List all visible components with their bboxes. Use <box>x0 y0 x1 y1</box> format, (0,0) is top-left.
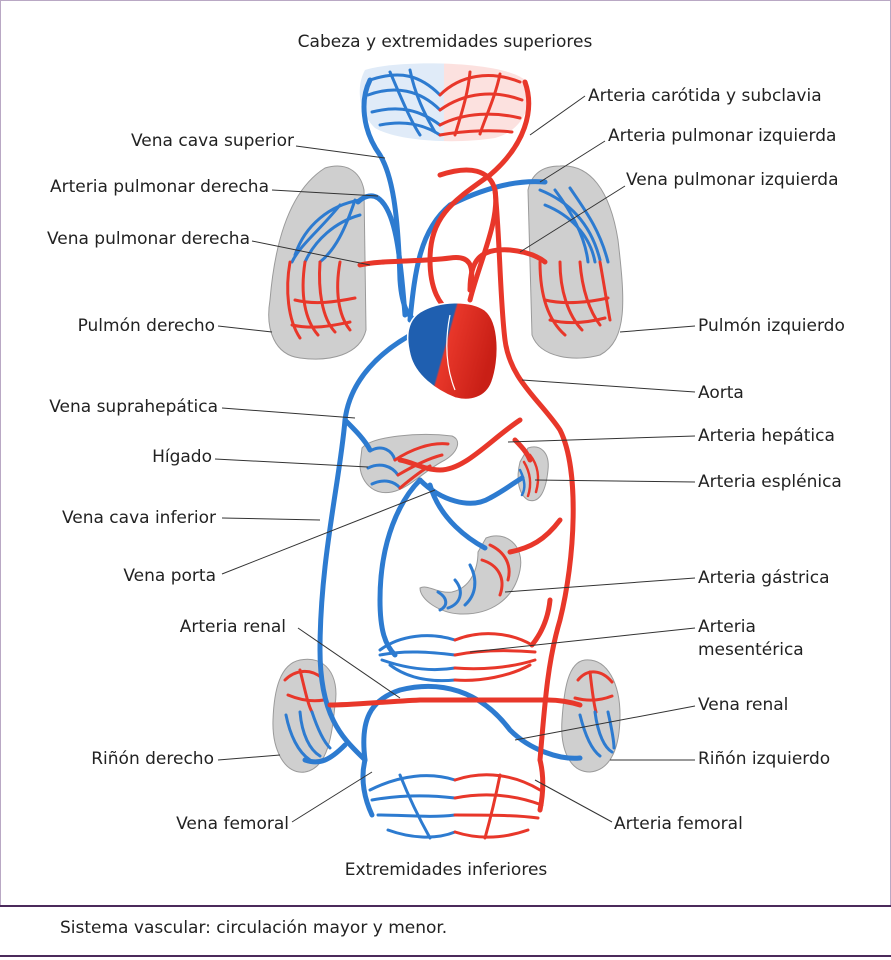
right-pulmonary-artery <box>355 193 408 318</box>
label-right-kidney: Riñón derecho <box>91 749 214 769</box>
liver-capillaries <box>366 442 450 490</box>
figure-caption: Sistema vascular: circulación mayor y me… <box>60 918 448 938</box>
spleen-capillaries <box>518 453 540 498</box>
label-left-pulmonary-vein: Vena pulmonar izquierda <box>626 170 839 190</box>
label-liver: Hígado <box>152 447 212 467</box>
label-left-kidney: Riñón izquierdo <box>698 749 830 769</box>
label-inferior-vena-cava: Vena cava inferior <box>62 508 216 528</box>
label-head: Cabeza y extremidades superiores <box>298 32 593 52</box>
femoral-vein <box>360 757 375 818</box>
suprahepatic-vein <box>342 417 373 453</box>
renal-vein-right <box>302 742 348 765</box>
label-lower-limbs: Extremidades inferiores <box>345 860 548 880</box>
gastric-vein <box>427 482 488 551</box>
label-hepatic-artery: Arteria hepática <box>698 426 835 446</box>
arteries <box>327 79 583 813</box>
left-kidney-capillaries <box>573 670 616 758</box>
label-portal-vein: Vena porta <box>123 566 216 586</box>
renal-artery-right <box>327 697 551 708</box>
label-splenic-artery: Arteria esplénica <box>698 472 842 492</box>
label-right-pulmonary-vein: Vena pulmonar derecha <box>47 229 250 249</box>
label-mesenteric-1: Arteria <box>698 617 756 637</box>
label-left-lung: Pulmón izquierdo <box>698 316 845 336</box>
stomach <box>419 535 522 615</box>
label-aorta: Aorta <box>698 383 744 403</box>
leader-lines <box>214 95 696 823</box>
right-kidney <box>272 658 337 773</box>
right-lung-capillaries <box>286 198 362 340</box>
aorta <box>492 187 576 763</box>
caption-rule-bottom <box>0 955 891 957</box>
label-suprahepatic-vein: Vena suprahepática <box>49 397 218 417</box>
label-gastric-artery: Arteria gástrica <box>698 568 829 588</box>
gastric-artery <box>507 517 563 555</box>
inferior-vena-cava <box>317 327 423 763</box>
right-kidney-capillaries <box>283 668 332 762</box>
heart <box>407 302 499 401</box>
circulation-diagram: Cabeza y extremidades superiores Arteria… <box>47 32 845 880</box>
label-mesenteric-2: mesentérica <box>698 640 804 660</box>
hepatic-artery <box>397 417 523 473</box>
label-superior-vena-cava: Vena cava superior <box>131 131 294 151</box>
left-lung-capillaries <box>538 186 612 337</box>
femoral-artery <box>537 757 546 813</box>
label-renal-vein: Vena renal <box>698 695 788 715</box>
left-pulmonary-vein <box>467 247 548 293</box>
renal-artery-left <box>545 697 583 708</box>
splenic-vein <box>417 475 525 506</box>
portal-vein <box>377 477 423 658</box>
leg-capillaries <box>368 773 544 840</box>
splenic-artery <box>512 437 533 463</box>
label-femoral-artery: Arteria femoral <box>614 814 743 834</box>
carotid-subclavian <box>427 79 532 315</box>
stomach-capillaries <box>436 543 511 612</box>
caption-rule-top <box>0 905 891 907</box>
label-renal-artery: Arteria renal <box>180 617 286 637</box>
label-femoral-vein: Vena femoral <box>176 814 289 834</box>
head-capillaries <box>359 63 529 142</box>
label-right-lung: Pulmón derecho <box>78 316 215 336</box>
label-left-pulmonary-artery: Arteria pulmonar izquierda <box>608 126 836 146</box>
label-carotid: Arteria carótida y subclavia <box>588 86 822 106</box>
intestine-capillaries <box>378 632 537 683</box>
mesenteric-artery <box>529 597 553 648</box>
label-right-pulmonary-artery: Arteria pulmonar derecha <box>50 177 269 197</box>
